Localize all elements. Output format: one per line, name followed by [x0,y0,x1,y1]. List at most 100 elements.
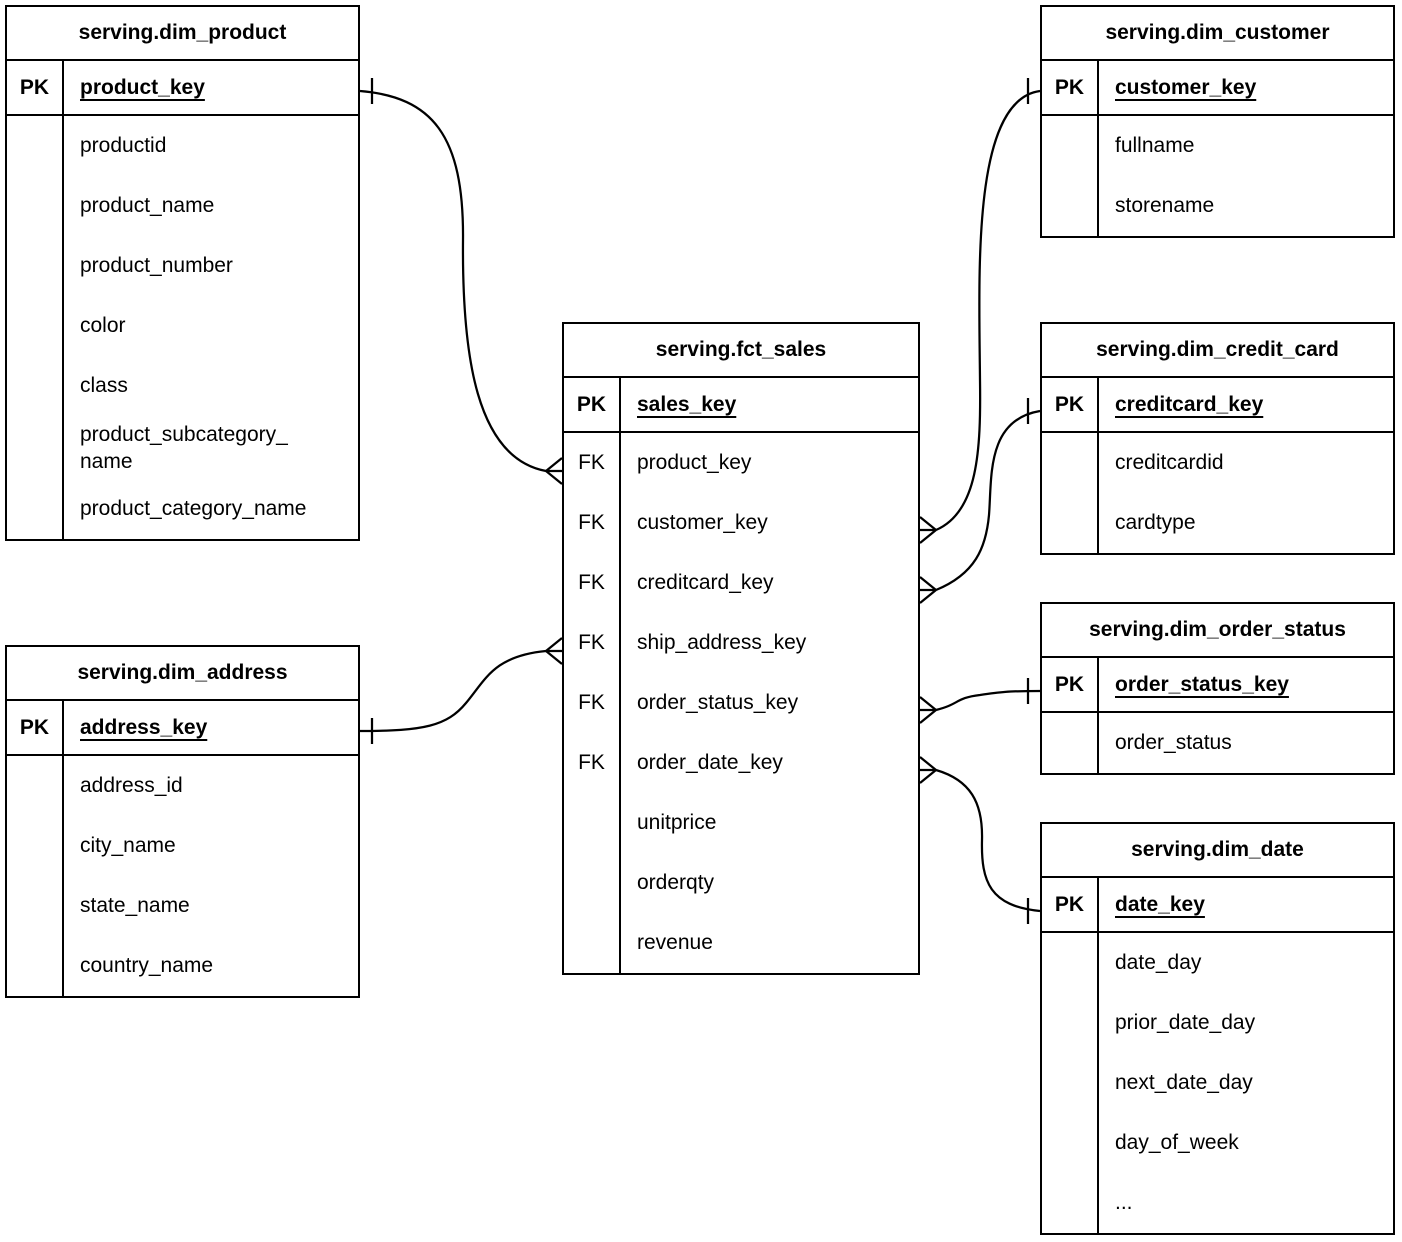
crowsfoot-order-status-key [919,696,937,724]
pk-field-name: date_key [1115,892,1205,916]
crowsfoot-customer-key [919,516,937,544]
table-row: order_status [1042,713,1393,773]
field-name: ship_address_key [637,631,807,654]
table-row: orderqty [564,853,918,913]
table-row: cardtype [1042,493,1393,553]
table-body: date_day prior_date_day next_date_day da… [1042,933,1393,1233]
field-name: customer_key [637,511,768,534]
key-type-label: FK [564,613,621,673]
field-name: class [80,374,128,397]
table-row: productid [7,116,358,176]
key-type-label [1042,1053,1099,1113]
field-name: order_status [1115,731,1232,754]
table-row: class [7,356,358,416]
table-row: color [7,296,358,356]
table-body: fullname storename [1042,116,1393,236]
entity-dim-date[interactable]: serving.dim_date PK date_key date_day pr… [1040,822,1395,1235]
table-title: serving.dim_address [7,647,358,701]
table-row: fullname [1042,116,1393,176]
key-type-label [1042,116,1099,176]
entity-dim-credit-card[interactable]: serving.dim_credit_card PK creditcard_ke… [1040,322,1395,555]
edge-order-date [935,768,1041,913]
key-type-label [7,756,64,816]
field-name: prior_date_day [1115,1011,1256,1034]
key-type-label [564,853,621,913]
entity-dim-order-status[interactable]: serving.dim_order_status PK order_status… [1040,602,1395,775]
edge-order-status [935,689,1041,712]
field-name: revenue [637,931,713,954]
field-name: orderqty [637,871,715,894]
field-name: unitprice [637,811,717,834]
pk-row: PK date_key [1042,878,1393,933]
key-type-label [7,236,64,296]
field-name: product_subcategory_ name [80,422,288,473]
table-row: date_day [1042,933,1393,993]
key-type-label [1042,993,1099,1053]
table-title: serving.fct_sales [564,324,918,378]
key-type-label [7,176,64,236]
table-row: revenue [564,913,918,973]
table-title: serving.dim_credit_card [1042,324,1393,378]
table-row: product_category_name [7,479,358,539]
field-name: creditcard_key [637,571,774,594]
pk-row: PK customer_key [1042,61,1393,116]
field-name: order_date_key [637,751,783,774]
key-type-label [7,296,64,356]
pk-label: PK [1042,658,1099,711]
table-row: prior_date_day [1042,993,1393,1053]
pk-field-name: address_key [80,715,208,739]
table-row: ... [1042,1173,1393,1233]
entity-fct-sales[interactable]: serving.fct_sales PK sales_key FK produc… [562,322,920,975]
table-row: storename [1042,176,1393,236]
key-type-label: FK [564,733,621,793]
edge-credit-card [935,409,1041,592]
crowsfoot-ship-address-key [545,637,563,665]
field-name: address_id [80,774,183,797]
entity-dim-address[interactable]: serving.dim_address PK address_key addre… [5,645,360,998]
key-type-label [7,356,64,416]
table-row: product_name [7,176,358,236]
field-name: next_date_day [1115,1071,1253,1094]
key-type-label [1042,433,1099,493]
table-row: address_id [7,756,358,816]
field-name: color [80,314,126,337]
entity-dim-product[interactable]: serving.dim_product PK product_key produ… [5,5,360,541]
key-type-label [1042,713,1099,773]
field-name: order_status_key [637,691,799,714]
entity-dim-customer[interactable]: serving.dim_customer PK customer_key ful… [1040,5,1395,238]
key-type-label [7,876,64,936]
table-row: FK product_key [564,433,918,493]
key-type-label [7,416,64,479]
table-body: FK product_key FK customer_key FK credit… [564,433,918,973]
field-name: state_name [80,894,190,917]
key-type-label [7,816,64,876]
field-name: country_name [80,954,214,977]
table-body: creditcardid cardtype [1042,433,1393,553]
crowsfoot-creditcard-key [919,576,937,604]
field-name: day_of_week [1115,1131,1239,1154]
crowsfoot-product-key [545,457,563,485]
edge-product [359,89,547,473]
pk-field-name: customer_key [1115,75,1257,99]
pk-label: PK [1042,378,1099,431]
table-row: product_number [7,236,358,296]
field-name: date_day [1115,951,1202,974]
table-row: FK order_status_key [564,673,918,733]
field-name: productid [80,134,167,157]
table-row: state_name [7,876,358,936]
pk-label: PK [7,61,64,114]
key-type-label: FK [564,553,621,613]
pk-field-name: creditcard_key [1115,392,1264,416]
field-name: storename [1115,194,1215,217]
table-row: creditcardid [1042,433,1393,493]
table-row: product_subcategory_ name [7,416,358,479]
key-type-label [564,793,621,853]
field-name: ... [1115,1191,1133,1214]
field-name: product_name [80,194,215,217]
pk-row: PK address_key [7,701,358,756]
field-name: fullname [1115,134,1195,157]
table-row: FK order_date_key [564,733,918,793]
